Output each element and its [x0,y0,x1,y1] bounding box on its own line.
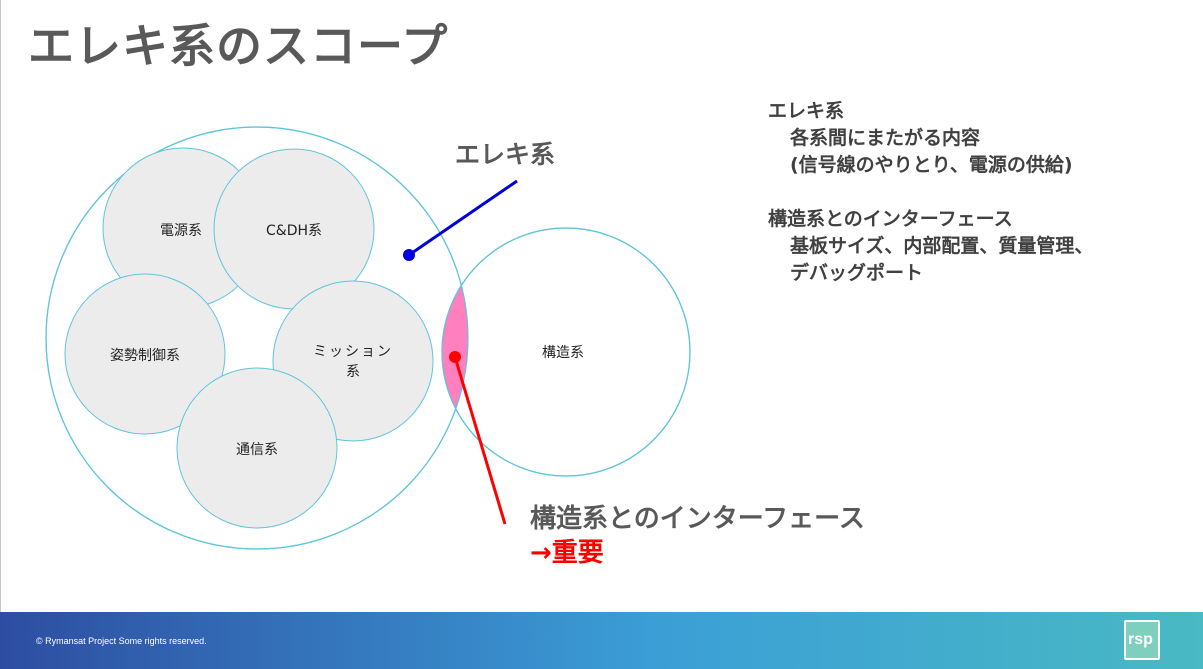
elec-callout: エレキ系 [455,140,555,169]
attitude-control-label: 姿勢制御系 [110,348,180,364]
elec-circle-edge [45,126,469,550]
interface-callout: 構造系とのインターフェース [530,504,865,534]
power-label: 電源系 [160,223,202,239]
mission-label-line1: ミッション [313,344,393,360]
important-callout: →重要 [530,538,604,568]
elec-note-line2: (信号線のやりとり、電源の供給) [790,154,1073,176]
elec-pointer-line [408,179,518,257]
struct-note-line2: デバッグポート [790,262,924,284]
footer-bar: © Rymansat Project Some rights reserved.… [0,612,1203,669]
rsp-logo: rsp [1124,620,1160,660]
elec-pointer-dot [403,249,415,261]
communication-circle [176,367,338,529]
struct-note-line1: 基板サイズ、内部配置、質量管理、 [790,235,1094,257]
elec-heading: エレキ系 [768,100,845,122]
slide-title: エレキ系のスコープ [28,19,449,73]
communication-label: 通信系 [236,442,278,458]
attitude-control-circle [64,273,226,435]
scope-diagram: 電源系 C&DH系 姿勢制御系 ミッション 系 通信系 構造系 エレキ系 構造系… [45,126,865,568]
structure-circle-edge [441,227,691,477]
struct-heading: 構造系とのインターフェース [768,208,1013,230]
interface-pointer-line [453,356,507,525]
scope-notes: エレキ系 各系間にまたがる内容 (信号線のやりとり、電源の供給) 構造系とのイン… [768,98,1093,287]
interface-pointer-dot [449,351,461,363]
rsp-logo-text: rsp [1128,631,1153,648]
structure-label: 構造系 [542,345,584,361]
copyright-text: © Rymansat Project Some rights reserved. [36,636,207,646]
mission-label-line2: 系 [346,364,360,380]
elec-note-line1: 各系間にまたがる内容 [790,127,981,149]
cdh-label: C&DH系 [266,223,322,239]
